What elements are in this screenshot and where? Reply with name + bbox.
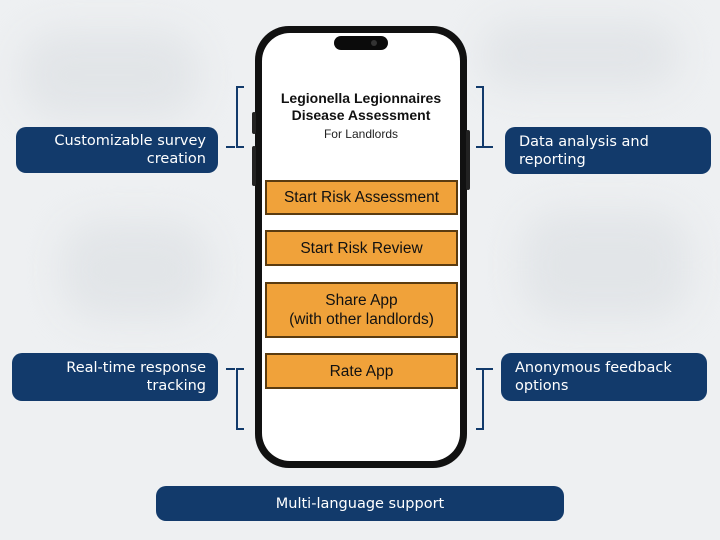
bracket-connector [476,368,484,430]
bracket-connector [236,368,244,430]
background-shape [60,220,210,320]
bracket-connector [484,368,493,370]
phone-side-button [252,112,256,134]
background-shape [520,210,690,320]
phone-side-button [466,130,470,190]
dynamic-island [334,36,388,50]
background-shape [20,30,200,120]
feature-label: Multi-language support [275,495,445,512]
app-subtitle: For Landlords [323,127,399,141]
bracket-connector [226,146,235,148]
share-app-button[interactable]: Share App (with other landlords) [265,282,458,338]
feature-realtime-tracking: Real-time response tracking [12,353,218,401]
start-risk-assessment-button[interactable]: Start Risk Assessment [265,180,458,215]
bracket-connector [484,146,493,148]
phone-side-button [252,146,256,186]
start-risk-review-button[interactable]: Start Risk Review [265,230,458,266]
feature-label: Customizable survey creation [54,133,206,167]
feature-data-analysis: Data analysis and reporting [505,127,711,174]
rate-app-button[interactable]: Rate App [265,353,458,389]
feature-label: Anonymous feedback options [515,360,672,394]
bracket-connector [236,86,244,148]
feature-multi-language: Multi-language support [156,486,564,521]
feature-customizable-survey: Customizable survey creation [16,127,218,173]
background-shape [480,20,680,90]
camera-icon [371,40,377,46]
feature-label: Real-time response tracking [66,360,206,394]
bracket-connector [226,368,235,370]
app-title: Legionella Legionnaires Disease Assessme… [280,90,442,123]
feature-anonymous-feedback: Anonymous feedback options [501,353,707,401]
bracket-connector [476,86,484,148]
feature-label: Data analysis and reporting [519,133,649,168]
